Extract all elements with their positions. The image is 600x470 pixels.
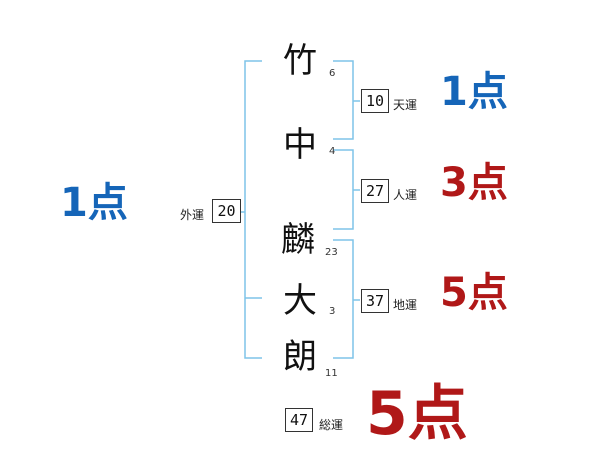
tenun-label: 天運	[393, 98, 418, 112]
jinun-score: 3点	[440, 160, 508, 206]
stroke-count-1: 6	[329, 68, 336, 79]
souun-label: 総運	[319, 418, 344, 432]
stroke-count-2: 4	[329, 146, 336, 157]
gaiun-label: 外運	[180, 208, 205, 222]
gaiun-score: 1点	[60, 180, 128, 226]
name-char-5: 朗	[283, 337, 317, 377]
name-char-2: 中	[283, 125, 317, 165]
souun-value-box: 47	[285, 408, 313, 432]
chiun-value-box: 37	[361, 289, 389, 313]
tenun-score: 1点	[440, 69, 508, 115]
name-char-1: 竹	[283, 41, 317, 81]
jinun-value-box: 27	[361, 179, 389, 203]
jinun-label: 人運	[393, 188, 418, 202]
gaiun-value-box: 20	[212, 199, 241, 223]
stroke-count-5: 11	[325, 368, 338, 379]
chiun-score: 5点	[440, 270, 508, 316]
stroke-count-4: 3	[329, 306, 336, 317]
name-char-3: 麟	[281, 220, 315, 260]
souun-score: 5点	[366, 379, 468, 449]
chiun-label: 地運	[393, 298, 418, 312]
name-char-4: 大	[283, 281, 317, 321]
stroke-count-3: 23	[325, 247, 338, 258]
tenun-value-box: 10	[361, 89, 389, 113]
